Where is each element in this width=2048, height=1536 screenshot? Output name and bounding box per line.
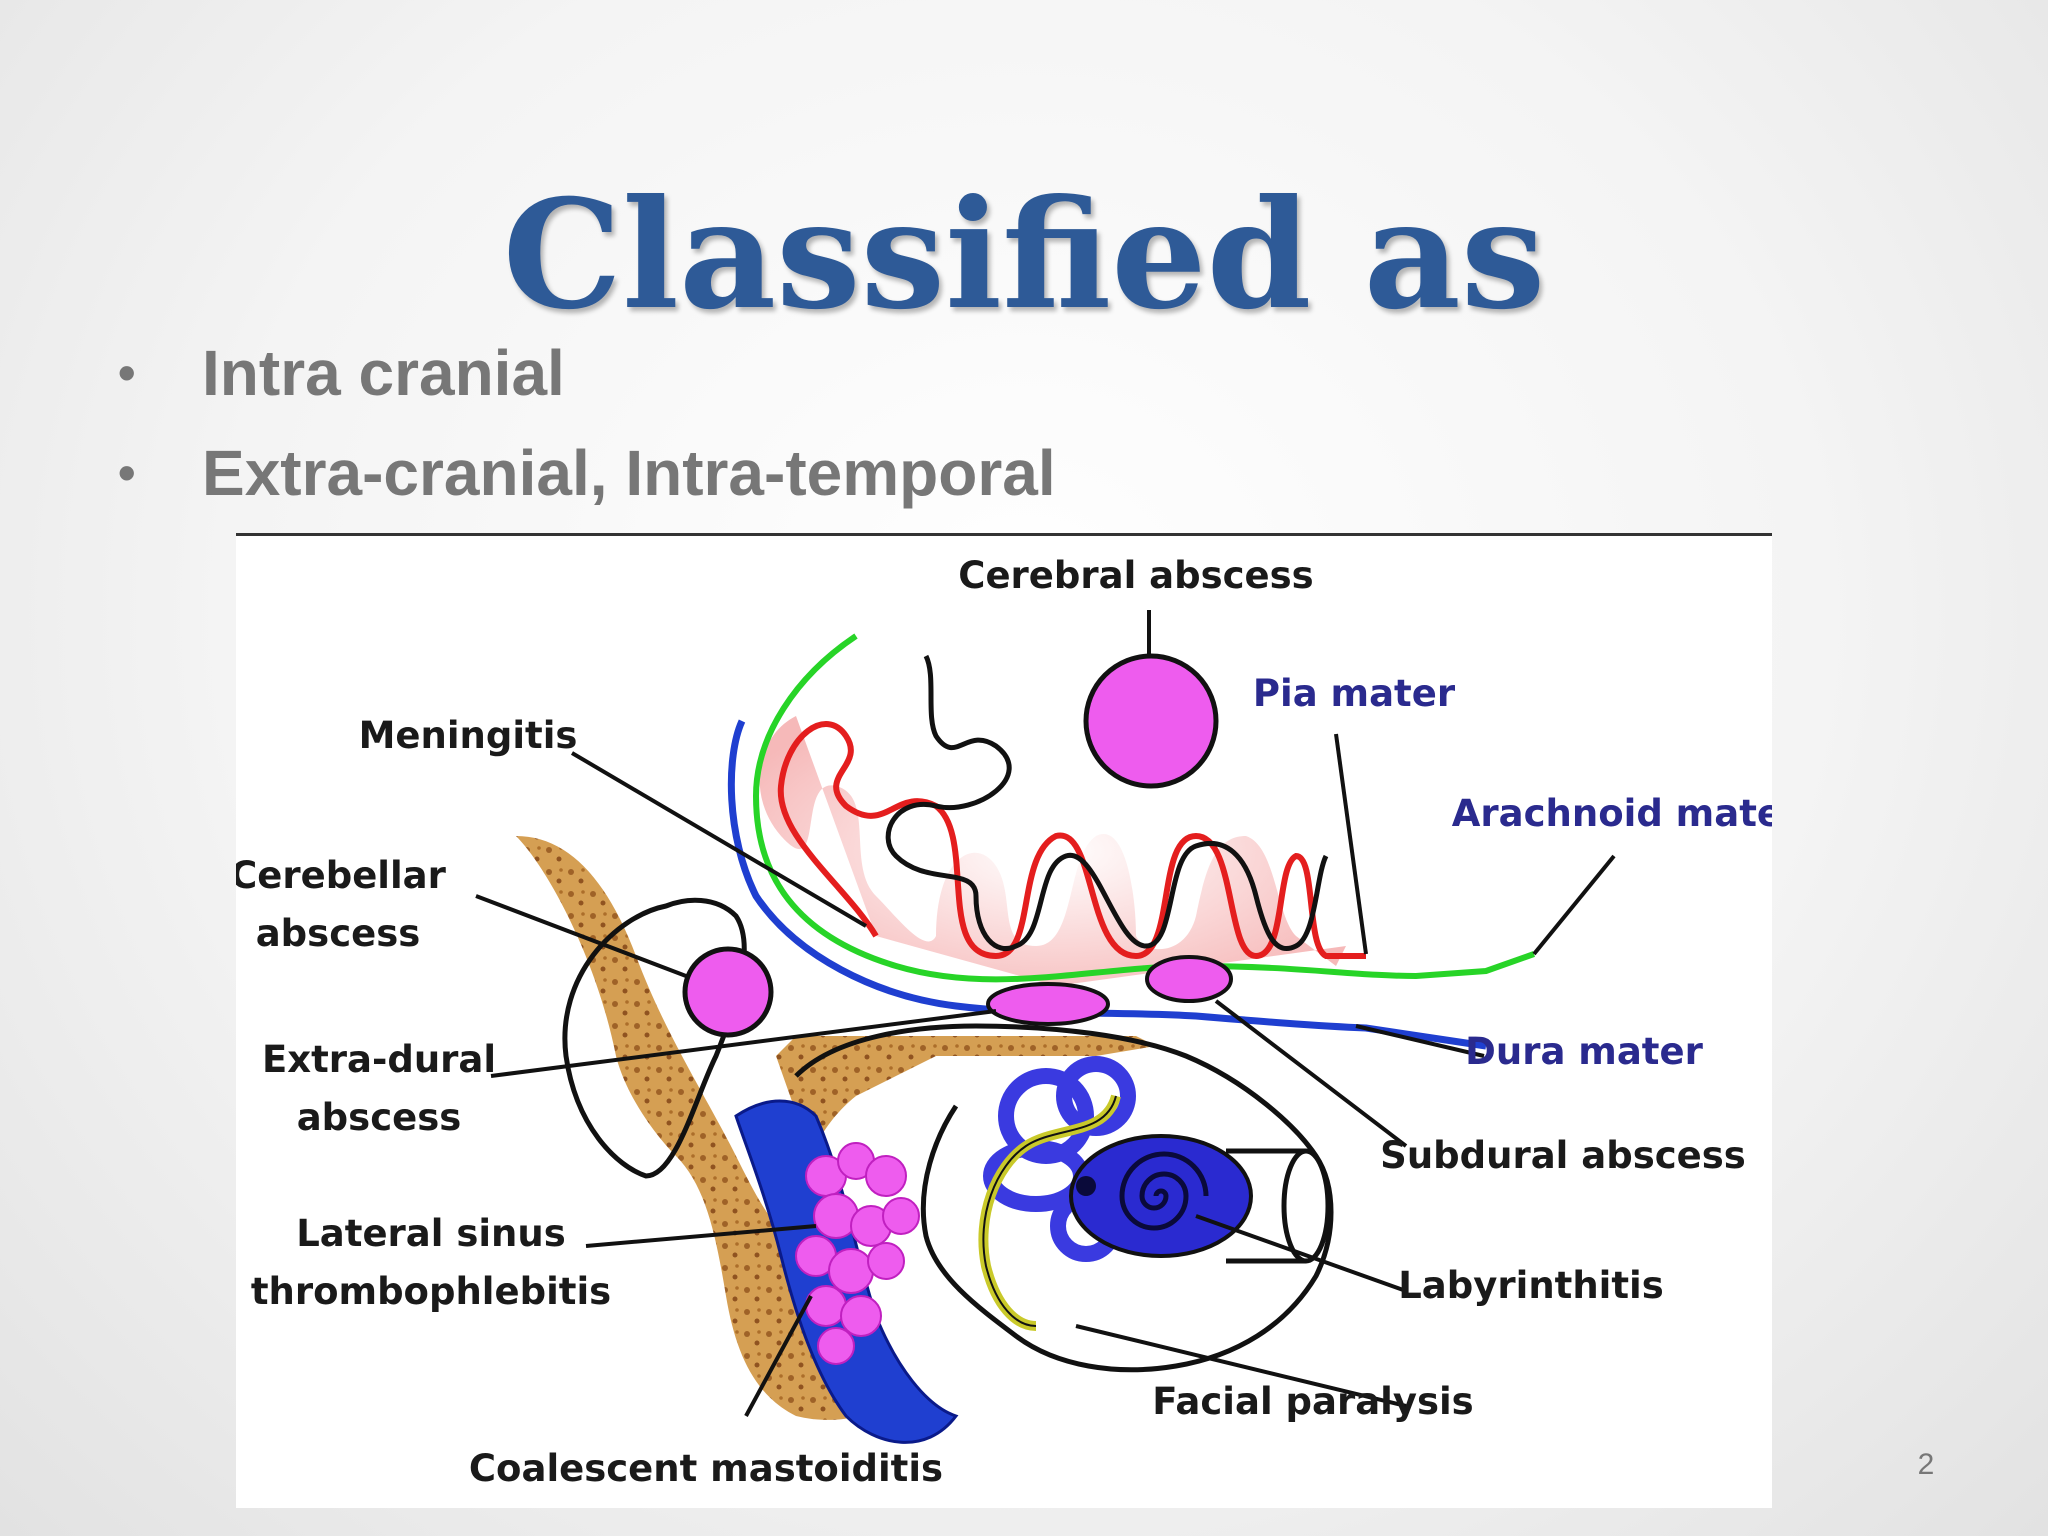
cochlea-body [1069,1134,1253,1258]
label-cerebellar-line2: abscess [256,912,421,955]
label-cerebral-abscess: Cerebral abscess [958,554,1313,597]
brain-surface-black-line [885,654,1329,951]
label-meningitis: Meningitis [359,714,578,757]
cerebellum-outline [562,897,747,1179]
bullet-dot-icon: • [118,345,136,401]
label-extradural-line2: abscess [297,1096,462,1139]
oval-window [1076,1176,1096,1196]
label-dura-mater: Dura mater [1465,1030,1703,1073]
middle-ear-outline [794,1023,1334,1373]
label-arachnoid-mater: Arachnoid mater [1452,792,1772,835]
bullet-dot-icon: • [118,445,136,501]
bullet-item: • Intra cranial [118,333,1056,433]
mastoid-air-cells [795,1142,920,1365]
bullet-list: • Intra cranial • Extra-cranial, Intra-tem… [118,333,1056,533]
label-facial-paralysis: Facial paralysis [1152,1380,1473,1423]
pia-mater-line [777,721,1366,960]
diagram-svg: Cerebral abscess Pia mater Meningitis Ar… [236,554,1772,1490]
bullet-item: • Extra-cranial, Intra-temporal [118,433,1056,533]
brain-gyri [759,716,1346,986]
bullet-text: Intra cranial [202,337,565,409]
label-lateral-sinus-line1: Lateral sinus [296,1212,566,1255]
subdural-abscess-ellipse [1145,955,1233,1003]
cochlea-spiral [1119,1151,1209,1231]
bullet-text: Extra-cranial, Intra-temporal [202,437,1056,509]
dura-mater-line [727,719,1487,1050]
label-labyrinthitis: Labyrinthitis [1398,1264,1664,1307]
extradural-abscess-ellipse [986,982,1110,1026]
cerebellar-abscess-circle [682,946,774,1038]
slide-title: Classified as [502,167,1546,343]
cerebral-abscess-circle [1083,653,1219,789]
facial-nerve-outline [982,1095,1117,1327]
label-extradural-line1: Extra-dural [262,1038,496,1081]
page-number: 2 [1917,1448,1935,1481]
external-canal-opening [1281,1148,1331,1264]
ear-complications-diagram: Cerebral abscess Pia mater Meningitis Ar… [236,533,1772,1508]
label-pia-mater: Pia mater [1253,672,1456,715]
label-lateral-sinus-line2: thrombophlebitis [251,1270,611,1313]
label-coalescent-mastoiditis: Coalescent mastoiditis [469,1447,943,1490]
label-cerebellar-line1: Cerebellar [236,854,447,897]
label-subdural-abscess: Subdural abscess [1380,1134,1746,1177]
arachnoid-mater-line [752,633,1536,983]
leader-lines [475,733,1616,1417]
